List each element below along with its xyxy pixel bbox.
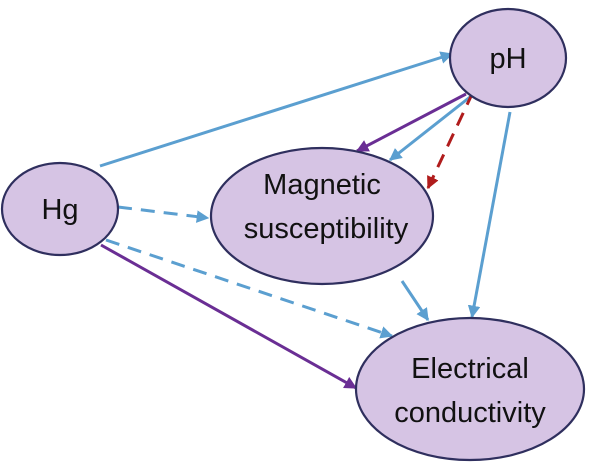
node-electrical-label-line1: Electrical	[411, 353, 529, 385]
node-hg-label: Hg	[41, 194, 78, 226]
node-hg: Hg	[0, 161, 120, 257]
node-electrical-label-line2: conductivity	[394, 397, 546, 429]
edges	[99, 51, 512, 390]
edge-ph-to-magnetic-red-dashed	[426, 91, 475, 190]
edge-magnetic-to-electrical	[400, 280, 430, 322]
node-ph: pH	[448, 7, 568, 109]
edge-ph-to-electrical	[467, 111, 512, 319]
edge-ph-to-magnetic-blue	[389, 95, 471, 162]
node-magnetic-label-line2: susceptibility	[244, 213, 409, 245]
edge-hg-to-electrical-solid	[100, 243, 358, 390]
node-magnetic-susceptibility: Magnetic susceptibility	[209, 146, 435, 286]
edge-ph-to-magnetic-purple	[355, 92, 467, 153]
node-ph-label: pH	[489, 43, 526, 75]
node-electrical-conductivity: Electrical conductivity	[354, 316, 586, 462]
node-magnetic-label-line1: Magnetic	[263, 169, 381, 201]
edge-hg-to-ph	[99, 51, 454, 168]
edge-hg-to-magnetic-dashed	[117, 205, 210, 223]
edge-hg-to-electrical-dashed	[105, 238, 394, 339]
